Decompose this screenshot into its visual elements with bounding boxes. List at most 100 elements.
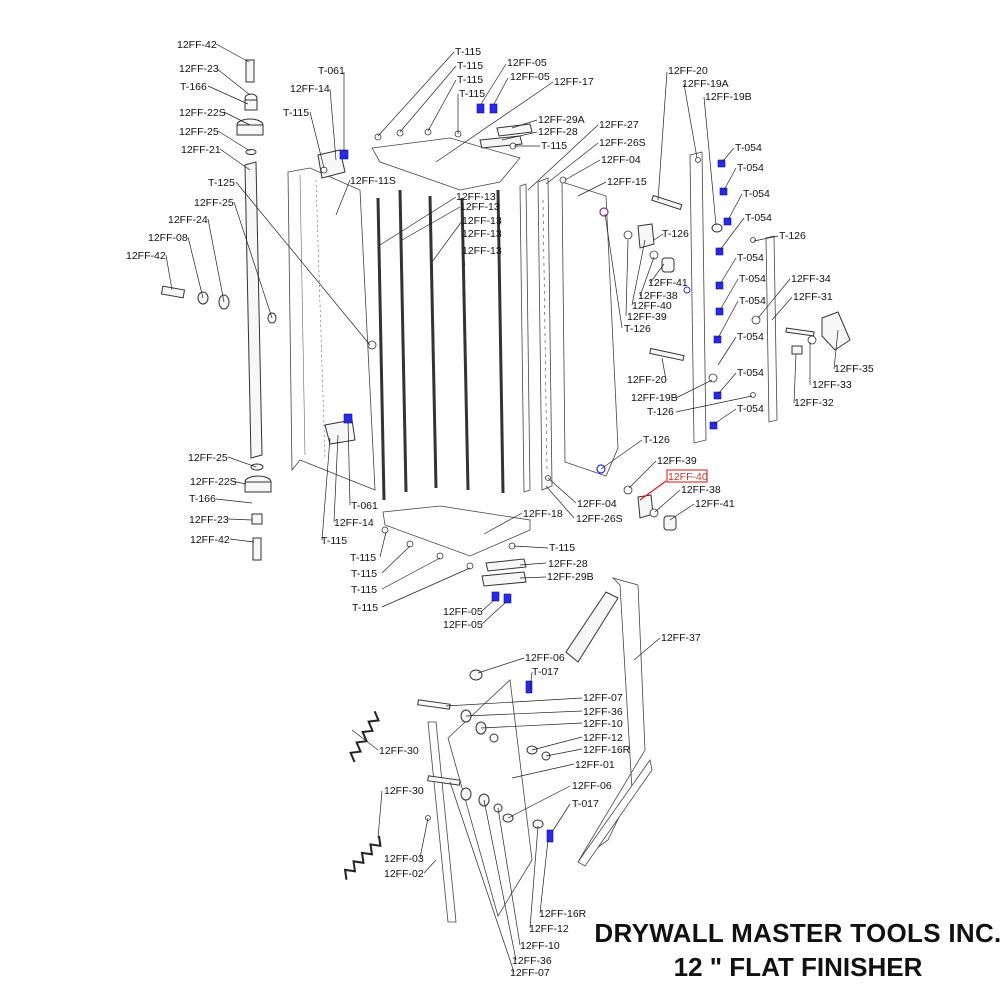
label-12ff-27: 12FF-27 [599,119,639,131]
label-t-126-c: T-126 [779,230,806,242]
wheel-12ff-41 [661,257,675,273]
label-t-054-3: T-054 [743,188,770,200]
label-12ff-22s-bottom: 12FF-22S [190,476,237,488]
wheel-bracket-12ff-40 [637,223,655,249]
label-12ff-14-bottom: 12FF-14 [334,517,374,529]
label-12ff-40-top: 12FF-40 [632,300,672,312]
washer-12ff-19b [711,223,723,233]
label-t-126-b: T-126 [624,323,651,335]
label-12ff-38-top: 12FF-38 [638,290,678,302]
label-12ff-06-lower: 12FF-06 [572,780,612,792]
right-side-panel-12ff-15 [545,176,619,481]
leader-lines [165,43,839,973]
label-t-115-bottom-left: T-115 [321,535,347,547]
label-12ff-17: 12FF-17 [554,76,594,88]
label-t-054-5: T-054 [737,252,764,264]
side-panel-12ff-15 [561,181,619,477]
label-t-166-bottom: T-166 [189,493,216,505]
label-t-115-g: T-115 [351,568,377,580]
company-title: DRYWALL MASTER TOOLS INC. [594,918,1000,948]
washer-top-2 [245,149,257,155]
label-12ff-35: 12FF-35 [834,363,874,375]
label-12ff-19a: 12FF-19A [682,78,729,90]
label-12ff-05-d: 12FF-05 [443,619,483,631]
part-labels: 12FF-42 12FF-23 T-166 12FF-22S 12FF-25 1… [126,39,874,979]
top-plate-outline [371,137,521,191]
label-12ff-13-d: 12FF-13 [462,228,502,240]
label-12ff-12-top: 12FF-12 [583,732,623,744]
nut-12ff-32 [791,345,803,355]
label-12ff-05-b: 12FF-05 [510,71,550,83]
label-12ff-10-lower: 12FF-10 [520,940,560,952]
label-t-125: T-125 [208,177,235,189]
label-12ff-28-bottom: 12FF-28 [548,558,588,570]
blade-body-12ff-37 [565,577,653,867]
axle-pin-bottom [252,537,262,561]
label-12ff-23-bottom: 12FF-23 [189,514,229,526]
label-t-115-d: T-115 [459,88,485,100]
label-t-054-4: T-054 [745,212,772,224]
label-t-054-6: T-054 [739,273,766,285]
label-12ff-30-upper: 12FF-30 [379,745,419,757]
label-12ff-13-e: 12FF-13 [462,245,502,257]
label-12ff-07-top: 12FF-07 [583,692,623,704]
spreader-assembly [417,669,554,923]
label-12ff-34: 12FF-34 [791,273,831,285]
rod-set-12ff-13 [376,189,505,501]
label-12ff-36-lower: 12FF-36 [512,955,552,967]
label-12ff-33: 12FF-33 [812,379,852,391]
label-12ff-13-b: 12FF-13 [460,201,500,213]
label-t-115-e: T-115 [541,140,567,152]
label-12ff-41-lower: 12FF-41 [695,498,735,510]
label-t-061-top: T-061 [318,65,345,77]
label-12ff-04-lower: 12FF-04 [577,498,617,510]
label-12ff-02: 12FF-02 [384,868,424,880]
label-12ff-12-lower: 12FF-12 [529,923,569,935]
bushing-bottom [251,513,263,525]
label-12ff-26s-top: 12FF-26S [599,137,646,149]
label-12ff-41-top: 12FF-41 [648,277,688,289]
label-12ff-14-top: 12FF-14 [290,83,330,95]
screw-12ff-05-a [476,103,485,114]
label-12ff-26s-lower: 12FF-26S [576,513,623,525]
plate-12ff-01 [447,679,533,917]
label-12ff-21: 12FF-21 [181,144,221,156]
label-12ff-20-top: 12FF-20 [668,65,708,77]
label-t-054-1: T-054 [735,142,762,154]
label-t-061-bottom: T-061 [351,500,378,512]
label-12ff-01: 12FF-01 [575,759,615,771]
hinge-rod-12ff-21 [244,161,263,459]
label-t-115-side: T-115 [283,107,309,119]
pin-12ff-20-lower [649,347,685,362]
label-12ff-16r-top: 12FF-16R [583,744,631,756]
fastener-t-125 [367,340,377,350]
label-t-115-j: T-115 [549,542,575,554]
label-12ff-42-bottom: 12FF-42 [190,534,230,546]
label-12ff-18: 12FF-18 [523,508,563,520]
label-12ff-42-top: 12FF-42 [177,39,217,51]
left-hinge-assembly [160,59,277,561]
label-12ff-10-top: 12FF-10 [583,718,623,730]
label-12ff-13-a: 12FF-13 [456,191,496,203]
label-t-115-h: T-115 [351,584,377,596]
top-plate-12ff-17 [371,103,533,191]
label-t-115-a: T-115 [455,46,481,58]
label-12ff-08: 12FF-08 [148,232,188,244]
side-panel-outline [287,167,376,491]
label-12ff-24: 12FF-24 [168,214,208,226]
label-12ff-36-top: 12FF-36 [583,706,623,718]
highlight-box-12ff-40 [666,469,708,483]
side-pin [160,285,186,299]
label-12ff-03: 12FF-03 [384,853,424,865]
label-t-054-9: T-054 [737,367,764,379]
label-t-054-7: T-054 [739,295,766,307]
pin-12ff-20-top [651,194,683,211]
label-12ff-19b-top: 12FF-19B [705,91,752,103]
label-t-126-e: T-126 [643,434,670,446]
label-t-126-d: T-126 [647,406,674,418]
axle-pin-top [245,59,255,83]
label-12ff-05-a: 12FF-05 [507,57,547,69]
washer-bottom [250,463,264,471]
label-t-054-8: T-054 [737,331,764,343]
